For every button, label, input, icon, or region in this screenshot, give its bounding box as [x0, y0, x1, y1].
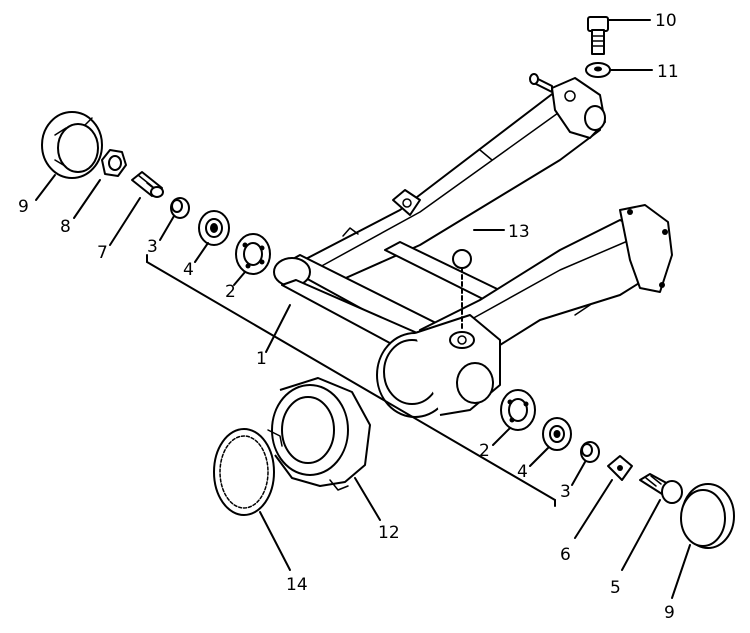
- callout-2-right: 2: [479, 441, 490, 461]
- part-bearing-right: [500, 389, 536, 431]
- part-bearing-left: [235, 233, 271, 275]
- part-washer: [585, 62, 611, 78]
- callout-1: 1: [256, 349, 267, 369]
- part-pivot-shaft-right: [639, 473, 683, 504]
- callout-6: 6: [560, 545, 571, 565]
- part-seal-ring: [213, 428, 275, 516]
- leader-lines: [35, 19, 691, 599]
- part-collar-right: [580, 441, 600, 463]
- part-cover: [267, 377, 371, 491]
- callout-11: 11: [657, 62, 679, 82]
- part-grease-nipple: [452, 249, 472, 269]
- callout-7: 7: [97, 243, 108, 263]
- part-seal-right: [542, 417, 572, 451]
- callout-13: 13: [508, 222, 530, 242]
- part-seal-left: [198, 210, 230, 246]
- part-cap-left: [41, 111, 103, 179]
- callout-9-left: 9: [18, 197, 29, 217]
- part-lock-washer: [607, 455, 633, 481]
- callout-12: 12: [378, 523, 400, 543]
- callout-5: 5: [610, 578, 621, 598]
- callout-2-left: 2: [225, 282, 236, 302]
- part-pivot-shaft: [131, 171, 164, 198]
- callout-3-right: 3: [560, 482, 571, 502]
- callout-4-left: 4: [183, 260, 194, 280]
- part-bolt: [587, 16, 609, 55]
- callout-4-right: 4: [517, 462, 528, 482]
- callout-10: 10: [655, 11, 677, 31]
- swingarm: [273, 73, 673, 418]
- callout-3-left: 3: [147, 237, 158, 257]
- part-cap-right: [680, 483, 735, 549]
- part-nut: [101, 149, 127, 177]
- callout-8: 8: [60, 217, 71, 237]
- callout-14: 14: [286, 575, 308, 595]
- part-collar-left: [170, 197, 190, 219]
- callout-9-right: 9: [664, 603, 675, 623]
- callout-labels: 10 11 9 8 7 3 4 2 1 13 2 4 3 6 5 9 12 14: [18, 11, 679, 623]
